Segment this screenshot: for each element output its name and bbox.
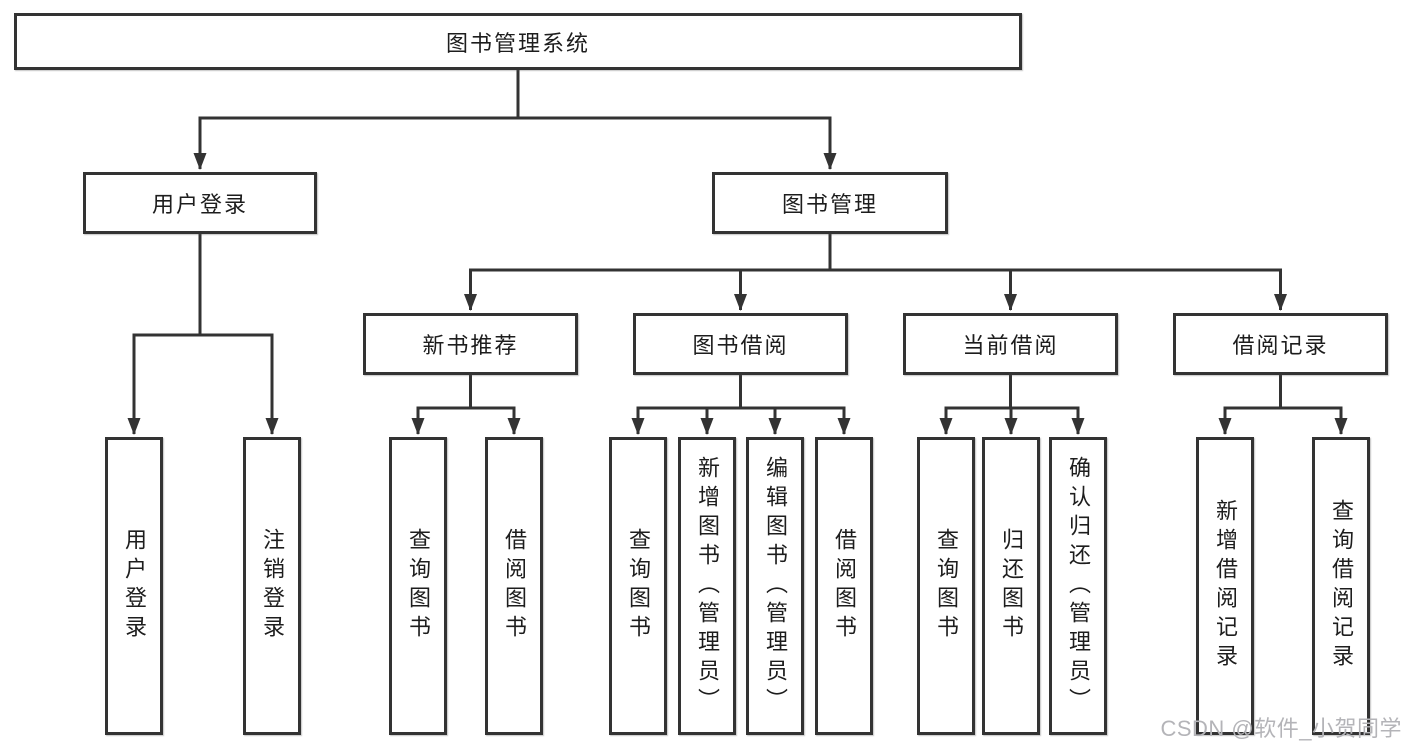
leaf-records-query-record: 查询借阅记录 bbox=[1312, 437, 1370, 735]
node-root: 图书管理系统 bbox=[14, 13, 1022, 70]
leaf-current-confirm-return-admin: 确认归还（管理员） bbox=[1049, 437, 1107, 735]
leaf-borrow-query-books-label: 查询图书 bbox=[626, 528, 651, 644]
node-user-login: 用户登录 bbox=[83, 172, 317, 234]
leaf-user-login: 用户登录 bbox=[105, 437, 163, 735]
leaf-borrow-edit-books-admin-label: 编辑图书（管理员） bbox=[763, 455, 788, 717]
leaf-user-login-label: 用户登录 bbox=[122, 528, 147, 644]
leaf-borrow-borrow-books: 借阅图书 bbox=[815, 437, 873, 735]
leaf-newbook-borrow-books-label: 借阅图书 bbox=[502, 528, 527, 644]
watermark: CSDN @软件_小贺同学 bbox=[1160, 716, 1402, 741]
leaf-current-return-books-label: 归还图书 bbox=[999, 528, 1024, 644]
node-book-management: 图书管理 bbox=[712, 172, 948, 234]
leaf-newbook-query-books-label: 查询图书 bbox=[406, 528, 431, 644]
leaf-current-query-books: 查询图书 bbox=[917, 437, 975, 735]
node-borrow-records-label: 借阅记录 bbox=[1232, 333, 1329, 358]
leaf-current-confirm-return-admin-label: 确认归还（管理员） bbox=[1066, 455, 1091, 717]
leaf-current-query-books-label: 查询图书 bbox=[934, 528, 959, 644]
leaf-borrow-add-books-admin-label: 新增图书（管理员） bbox=[695, 455, 720, 717]
node-root-label: 图书管理系统 bbox=[445, 30, 590, 56]
node-current-borrow: 当前借阅 bbox=[903, 313, 1118, 375]
leaf-borrow-query-books: 查询图书 bbox=[609, 437, 667, 735]
leaf-logout: 注销登录 bbox=[243, 437, 301, 735]
leaf-newbook-query-books: 查询图书 bbox=[389, 437, 447, 735]
node-borrow-records: 借阅记录 bbox=[1173, 313, 1388, 375]
leaf-newbook-borrow-books: 借阅图书 bbox=[485, 437, 543, 735]
leaf-current-return-books: 归还图书 bbox=[982, 437, 1040, 735]
node-new-book-recommend: 新书推荐 bbox=[363, 313, 578, 375]
node-current-borrow-label: 当前借阅 bbox=[962, 333, 1059, 358]
node-book-borrow: 图书借阅 bbox=[633, 313, 848, 375]
leaf-records-add-record-label: 新增借阅记录 bbox=[1213, 499, 1238, 673]
leaf-records-query-record-label: 查询借阅记录 bbox=[1329, 499, 1354, 673]
node-new-book-recommend-label: 新书推荐 bbox=[422, 333, 519, 358]
node-user-login-label: 用户登录 bbox=[151, 192, 248, 217]
leaf-records-add-record: 新增借阅记录 bbox=[1196, 437, 1254, 735]
leaf-borrow-add-books-admin: 新增图书（管理员） bbox=[678, 437, 736, 735]
leaf-logout-label: 注销登录 bbox=[260, 528, 285, 644]
node-book-management-label: 图书管理 bbox=[781, 192, 878, 217]
node-book-borrow-label: 图书借阅 bbox=[692, 333, 789, 358]
leaf-borrow-borrow-books-label: 借阅图书 bbox=[832, 528, 857, 644]
leaf-borrow-edit-books-admin: 编辑图书（管理员） bbox=[746, 437, 804, 735]
